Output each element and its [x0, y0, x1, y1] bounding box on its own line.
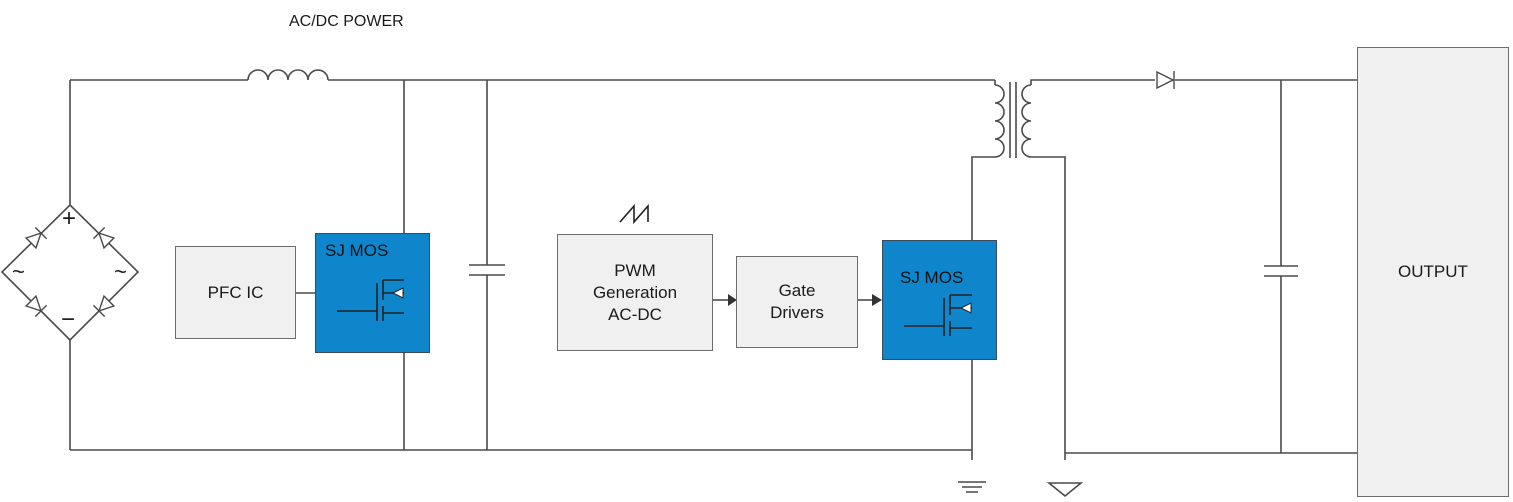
inductor-coil [247, 69, 329, 81]
bridge-ac-right-symbol: ~ [114, 259, 127, 284]
pfc-sj-mos-label: SJ MOS [325, 241, 389, 260]
gate-label-line1: Gate [778, 281, 816, 300]
main-mosfet-symbol [904, 294, 972, 336]
main-sj-mos-label: SJ MOS [900, 268, 964, 287]
bridge-ac-left-symbol: ~ [12, 259, 25, 284]
pfc-ic-label: PFC IC [207, 282, 264, 302]
gate-label-line2: Drivers [770, 303, 824, 322]
output-diode [1156, 70, 1175, 90]
main-sj-mosfet [882, 240, 997, 360]
secondary-top [1030, 79, 1155, 85]
bridge-plus-symbol: + [62, 205, 77, 232]
ground-left-lines [958, 481, 986, 493]
diagram-title: AC/DC POWER [289, 13, 404, 30]
pfc-sj-mosfet [315, 233, 430, 353]
output-label: OUTPUT [1398, 262, 1468, 281]
arrow-gate-to-mos [872, 294, 882, 306]
pwm-label-line3: AC-DC [608, 304, 662, 324]
primary-coil [994, 84, 1005, 158]
bridge-diodes [24, 226, 116, 318]
ground-right-triangle [1046, 482, 1084, 498]
pfc-mosfet-symbol [337, 279, 404, 321]
bridge-diamond [0, 203, 140, 342]
output-block: OUTPUT [1357, 47, 1509, 497]
pfc-ic-block: PFC IC [175, 246, 296, 339]
secondary-coil [1021, 84, 1032, 158]
arrow-pwm-to-gate [728, 294, 737, 306]
pwm-generation-block: PWM Generation AC-DC [557, 234, 713, 351]
gate-drivers-block: Gate Drivers [736, 256, 858, 348]
bridge-minus-symbol: − [61, 306, 76, 333]
pwm-label-line1: PWM [614, 260, 656, 280]
sawtooth-icon [619, 203, 649, 225]
secondary-bottom [1031, 156, 1066, 460]
pwm-label-line2: Generation [592, 282, 678, 302]
